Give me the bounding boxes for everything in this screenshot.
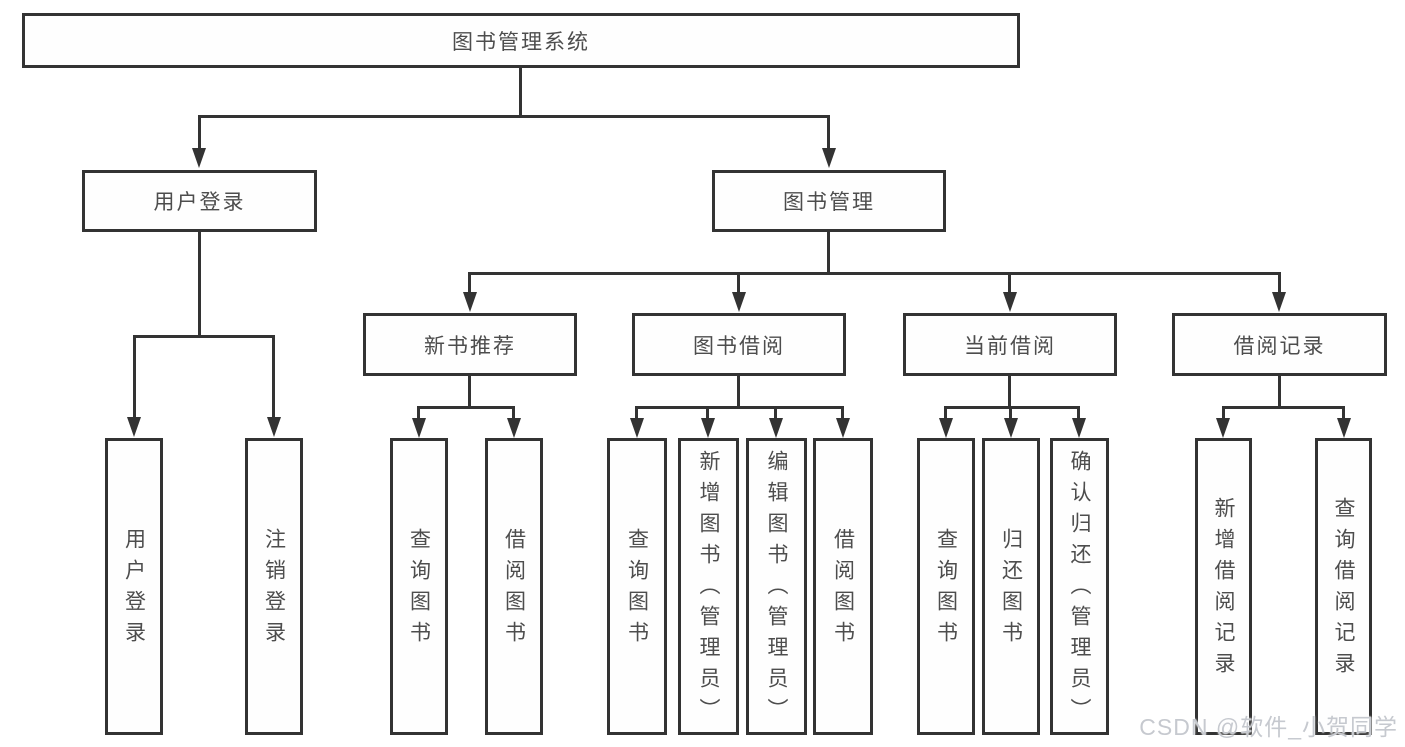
node-new-book-recommendation: 新书推荐	[363, 313, 577, 376]
leaf-logout: 注销登录	[245, 438, 303, 735]
arrow-down-icon	[769, 418, 783, 438]
leaf-add-books-admin: 新增图书（管理员）	[678, 438, 739, 735]
connector-line	[417, 406, 515, 409]
connector-line	[198, 115, 830, 118]
node-borrowing-records: 借阅记录	[1172, 313, 1387, 376]
node-library-management-system: 图书管理系统	[22, 13, 1020, 68]
connector-line	[1278, 376, 1281, 408]
leaf-query-borrow-record: 查询借阅记录	[1315, 438, 1372, 735]
connector-line	[737, 272, 740, 294]
leaf-query-books: 查询图书	[607, 438, 667, 735]
node-user-login: 用户登录	[82, 170, 317, 232]
connector-line	[468, 272, 1281, 275]
connector-line	[1278, 272, 1281, 294]
connector-line	[827, 115, 830, 150]
connector-line	[417, 406, 420, 420]
connector-line	[1009, 406, 1012, 420]
connector-line	[468, 376, 471, 408]
connector-line	[737, 376, 740, 408]
leaf-return-books: 归还图书	[982, 438, 1040, 735]
leaf-confirm-return-admin: 确认归还（管理员）	[1050, 438, 1109, 735]
node-book-borrowing: 图书借阅	[632, 313, 846, 376]
arrow-down-icon	[939, 418, 953, 438]
arrow-down-icon	[1337, 418, 1351, 438]
connector-line	[1222, 406, 1225, 420]
leaf-edit-books-admin: 编辑图书（管理员）	[746, 438, 807, 735]
connector-line	[519, 68, 522, 117]
connector-line	[944, 406, 947, 420]
connector-line	[133, 335, 275, 338]
connector-line	[198, 232, 201, 337]
arrow-down-icon	[1216, 418, 1230, 438]
arrow-down-icon	[836, 418, 850, 438]
connector-line	[1342, 406, 1345, 420]
node-current-borrowing: 当前借阅	[903, 313, 1117, 376]
arrow-down-icon	[127, 417, 141, 437]
connector-line	[841, 406, 844, 420]
leaf-borrow-books: 借阅图书	[813, 438, 873, 735]
connector-line	[1222, 406, 1345, 409]
leaf-user-login: 用户登录	[105, 438, 163, 735]
arrow-down-icon	[1003, 292, 1017, 312]
connector-line	[944, 406, 1080, 409]
connector-line	[272, 335, 275, 419]
connector-line	[198, 115, 201, 150]
leaf-query-books: 查询图书	[917, 438, 975, 735]
csdn-watermark: CSDN @软件_小贺同学	[1139, 714, 1398, 740]
arrow-down-icon	[267, 417, 281, 437]
leaf-query-books: 查询图书	[390, 438, 448, 735]
arrow-down-icon	[412, 418, 426, 438]
arrow-down-icon	[630, 418, 644, 438]
connector-line	[1008, 376, 1011, 408]
connector-line	[1077, 406, 1080, 420]
arrow-down-icon	[463, 292, 477, 312]
connector-line	[133, 335, 136, 419]
leaf-add-borrow-record: 新增借阅记录	[1195, 438, 1252, 735]
connector-line	[512, 406, 515, 420]
arrow-down-icon	[822, 148, 836, 168]
arrow-down-icon	[192, 148, 206, 168]
arrow-down-icon	[1072, 418, 1086, 438]
connector-line	[1008, 272, 1011, 294]
arrow-down-icon	[701, 418, 715, 438]
arrow-down-icon	[1272, 292, 1286, 312]
connector-line	[774, 406, 777, 420]
connector-line	[635, 406, 844, 409]
connector-line	[827, 232, 830, 274]
connector-line	[706, 406, 709, 420]
connector-line	[468, 272, 471, 294]
arrow-down-icon	[732, 292, 746, 312]
arrow-down-icon	[507, 418, 521, 438]
node-book-management: 图书管理	[712, 170, 946, 232]
leaf-borrow-books: 借阅图书	[485, 438, 543, 735]
connector-line	[635, 406, 638, 420]
arrow-down-icon	[1004, 418, 1018, 438]
